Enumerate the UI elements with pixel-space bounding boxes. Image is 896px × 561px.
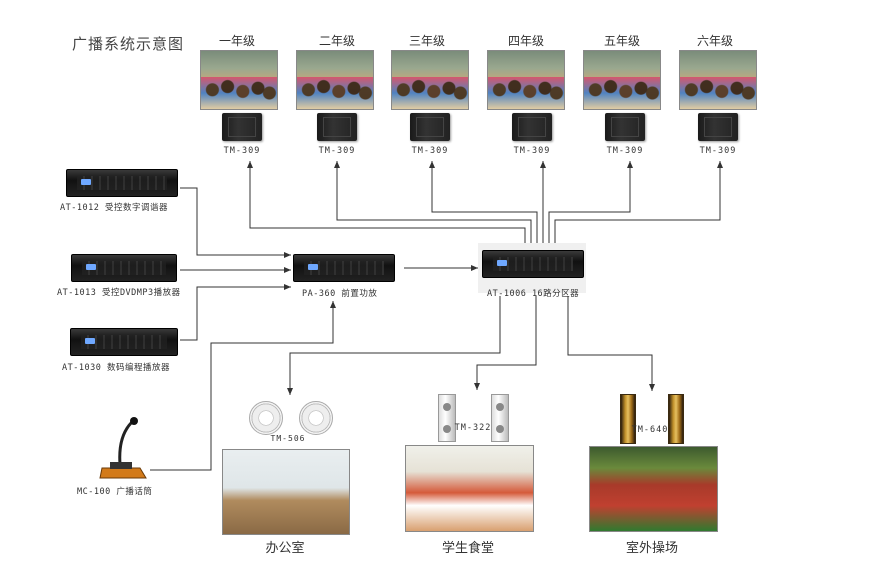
grade-label-2: 二年级	[318, 34, 355, 48]
line-zoner-g2	[334, 161, 532, 243]
classroom-photo-2	[296, 50, 374, 110]
classroom-speaker-2	[317, 113, 357, 141]
office-label: 办公室	[265, 541, 305, 556]
horn-speaker-left	[620, 394, 636, 444]
dvd-player-label: AT-1013 受控DVDMP3播放器	[57, 288, 181, 298]
speaker-model-6: TM-309	[699, 146, 737, 156]
canteen-photo	[405, 445, 534, 532]
office-speaker-model: TM-506	[270, 434, 306, 443]
canteen-label: 学生食堂	[441, 541, 494, 556]
line-mic-amp	[150, 301, 336, 471]
grade-label-5: 五年级	[603, 34, 640, 48]
speaker-model-5: TM-309	[606, 146, 644, 156]
classroom-photo-6	[679, 50, 757, 110]
classroom-speaker-5	[605, 113, 645, 141]
grade-label-1: 一年级	[218, 34, 255, 48]
microphone-icon	[99, 417, 147, 479]
speaker-model-2: TM-309	[318, 146, 356, 156]
line-zoner-g5	[548, 161, 633, 243]
classroom-photo-5	[583, 50, 661, 110]
classroom-photo-4	[487, 50, 565, 110]
grade-label-3: 三年级	[408, 34, 445, 48]
dvd-player-device	[71, 254, 177, 282]
canteen-speaker-model: TM-322	[454, 423, 492, 433]
classroom-speaker-4	[512, 113, 552, 141]
classroom-speaker-6	[698, 113, 738, 141]
amplifier-device	[293, 254, 395, 282]
column-speaker-right	[491, 394, 509, 442]
line-tuner-amp	[180, 187, 291, 258]
diagram-title: 广播系统示意图	[72, 35, 185, 53]
microphone-label: MC-100 广播话筒	[77, 487, 153, 497]
programmer-label: AT-1030 数码编程播放器	[62, 363, 170, 373]
field-label: 室外操场	[625, 541, 678, 556]
speaker-model-1: TM-309	[223, 146, 261, 156]
horn-speaker-right	[668, 394, 684, 444]
grade-label-4: 四年级	[507, 34, 544, 48]
speaker-model-4: TM-309	[513, 146, 551, 156]
classroom-photo-3	[391, 50, 469, 110]
field-photo	[589, 446, 718, 532]
line-prog-amp	[180, 284, 291, 341]
tuner-label: AT-1012 受控数字调谐器	[60, 203, 168, 213]
line-zoner-g1	[247, 161, 526, 243]
zoner-label: AT-1006 16路分区器	[487, 289, 580, 299]
field-speaker-model: TM-640	[631, 425, 669, 435]
column-speaker-left	[438, 394, 456, 442]
line-zoner-office	[287, 296, 501, 395]
ceiling-speaker-right	[299, 401, 333, 435]
zoner-device	[482, 250, 584, 278]
grade-label-6: 六年级	[696, 34, 733, 48]
programmer-device	[70, 328, 178, 356]
line-zoner-canteen	[474, 296, 537, 390]
classroom-speaker-3	[410, 113, 450, 141]
line-zoner-g3	[429, 161, 538, 243]
line-zoner-g6	[554, 161, 723, 243]
office-photo	[222, 449, 350, 535]
speaker-model-3: TM-309	[411, 146, 449, 156]
line-zoner-field	[567, 296, 655, 391]
amplifier-label: PA-360 前置功放	[302, 289, 378, 299]
tuner-device	[66, 169, 178, 197]
classroom-speaker-1	[222, 113, 262, 141]
ceiling-speaker-left	[249, 401, 283, 435]
classroom-photo-1	[200, 50, 278, 110]
